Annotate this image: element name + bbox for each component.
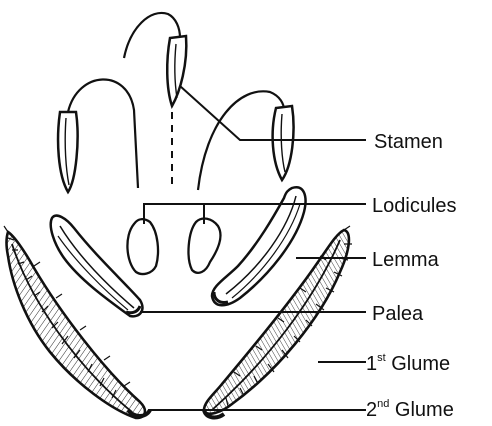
lodicule-left: [127, 219, 158, 274]
lodicule-right: [189, 219, 221, 273]
palea: [51, 216, 143, 317]
anther-right: [273, 106, 294, 180]
label-first-glume: 1st Glume: [366, 352, 450, 375]
label-palea: Palea: [372, 303, 424, 325]
leader-lodicules: [144, 204, 366, 224]
label-lemma: Lemma: [372, 249, 440, 271]
label-second-glume-word: Glume: [389, 399, 453, 421]
stamen-left: [58, 79, 138, 192]
label-stamen: Stamen: [374, 131, 443, 153]
label-second-glume: 2nd Glume: [366, 398, 454, 421]
label-first-glume-number: 1: [366, 353, 377, 375]
label-second-glume-sup: nd: [377, 398, 389, 410]
label-lodicules: Lodicules: [372, 195, 457, 217]
label-first-glume-word: Glume: [386, 353, 450, 375]
stamen-center: [124, 13, 186, 190]
label-second-glume-number: 2: [366, 399, 377, 421]
label-first-glume-sup: st: [377, 352, 386, 364]
